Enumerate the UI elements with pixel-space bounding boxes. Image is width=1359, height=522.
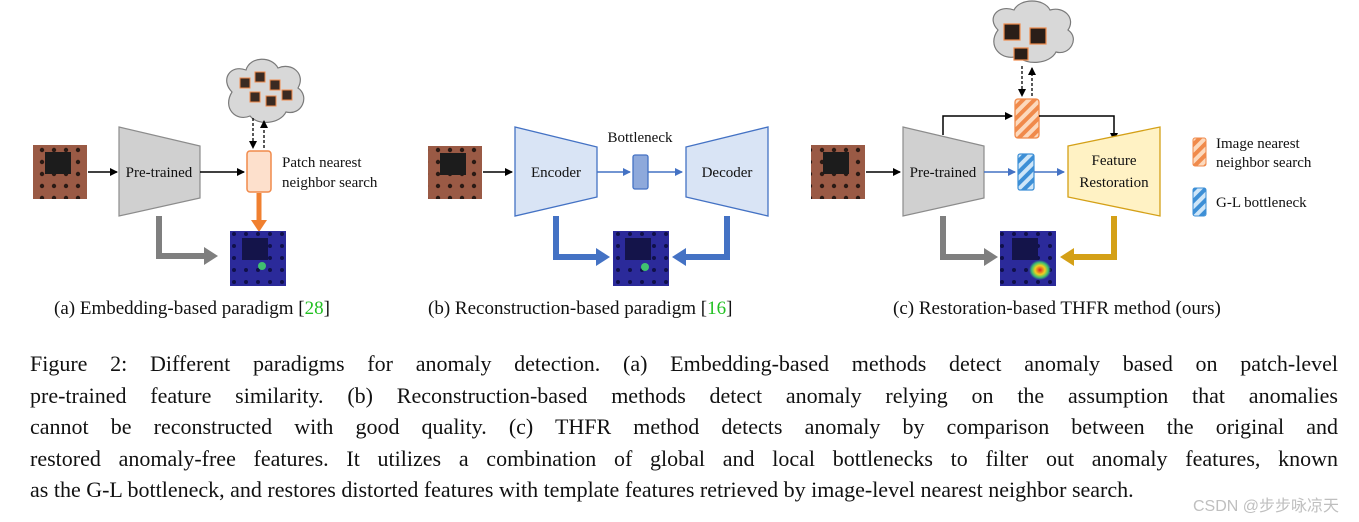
subcaption-b-text: (b) Reconstruction-based paradigm [ [428,298,708,319]
legend: Image nearest neighbor search G-L bottle… [1192,136,1312,217]
subcaption-c: (c) Restoration-based THFR method (ours) [893,298,1221,319]
blue-arrowhead-right [672,248,686,266]
input-image-c [811,145,865,199]
patch-search-label-line1: Patch nearest [282,155,362,171]
subcaption-a: (a) Embedding-based paradigm [28] [54,298,330,320]
anomaly-map-c [1000,231,1056,286]
gray-arrowhead-c [984,248,998,266]
pretrained-label-c: Pre-trained [910,165,977,181]
figure-caption: Figure 2: Different paradigms for anomal… [30,348,1338,506]
caption-line-4: restored anomaly-free features. It utili… [30,445,1338,471]
anomaly-map-b [613,231,669,286]
arrow-image-search-to-restoration [1039,115,1118,141]
gl-bottleneck-box [1017,153,1035,191]
blue-arrow-encoder-to-map [553,216,598,260]
caption-line-5: as the G-L bottleneck, and restores dist… [30,477,1134,502]
caption-line-1: Figure 2: Different paradigms for anomal… [30,351,1338,376]
legend-image-search-line1: Image nearest [1216,136,1301,152]
pretrained-block-a [118,126,201,217]
patch-search-box [246,150,272,193]
restoration-label-line1: Feature [1092,153,1137,169]
blue-arrow-decoder-to-map [684,216,730,260]
caption-line-3: cannot be reconstructed with good qualit… [30,414,1338,439]
subcaption-a-text: (a) Embedding-based paradigm [ [54,298,305,319]
encoder-block [514,126,598,217]
panel-a: Pre-trained Patch nearest neighbor searc… [33,58,378,286]
gray-arrow-a [156,216,206,259]
memory-bank-cloud-a [226,58,305,123]
pretrained-block-c [902,126,985,217]
input-image-b [428,146,482,199]
subcaption-b: (b) Reconstruction-based paradigm [16] [428,298,732,320]
subcaption-a-ref[interactable]: 28 [304,298,324,319]
bottleneck-label: Bottleneck [608,130,673,146]
patch-search-label-line2: neighbor search [282,175,378,191]
anomaly-map-a [230,231,286,286]
legend-image-search-swatch [1192,137,1207,167]
memory-bank-cloud-c [992,0,1074,63]
restoration-label-line2: Restoration [1079,175,1149,191]
gray-arrowhead-a [204,247,218,265]
pretrained-label-a: Pre-trained [126,165,193,181]
legend-gl-bottleneck-label: G-L bottleneck [1216,195,1307,211]
panel-b: Encoder Bottleneck Decoder [428,126,769,286]
blue-arrowhead-left [596,248,610,266]
watermark: CSDN @步步咏凉天 [1192,498,1339,515]
decoder-block [685,126,769,217]
image-search-box [1014,98,1040,139]
gold-arrow-c [1072,216,1117,260]
decoder-label: Decoder [702,165,753,181]
legend-image-search-line2: neighbor search [1216,155,1312,171]
legend-gl-bottleneck-swatch [1192,187,1207,217]
encoder-label: Encoder [531,165,581,181]
caption-line-2: pre-trained feature similarity. (b) Reco… [30,382,1338,408]
feature-restoration-block [1067,126,1161,217]
figure-diagram: Pre-trained Patch nearest neighbor searc… [33,0,1312,286]
bottleneck-box [632,154,649,190]
subcaption-a-close: ] [323,298,330,319]
input-image-a [33,145,87,199]
subcaption-b-ref[interactable]: 16 [707,298,727,319]
gray-arrow-c [940,216,986,260]
arrow-pretrained-to-image-search [942,112,1013,135]
gold-arrowhead-c [1060,248,1074,266]
panel-c: Pre-trained Feature Restoration [811,0,1161,286]
orange-arrowhead-a [251,220,267,232]
subcaption-b-close: ] [726,298,733,319]
